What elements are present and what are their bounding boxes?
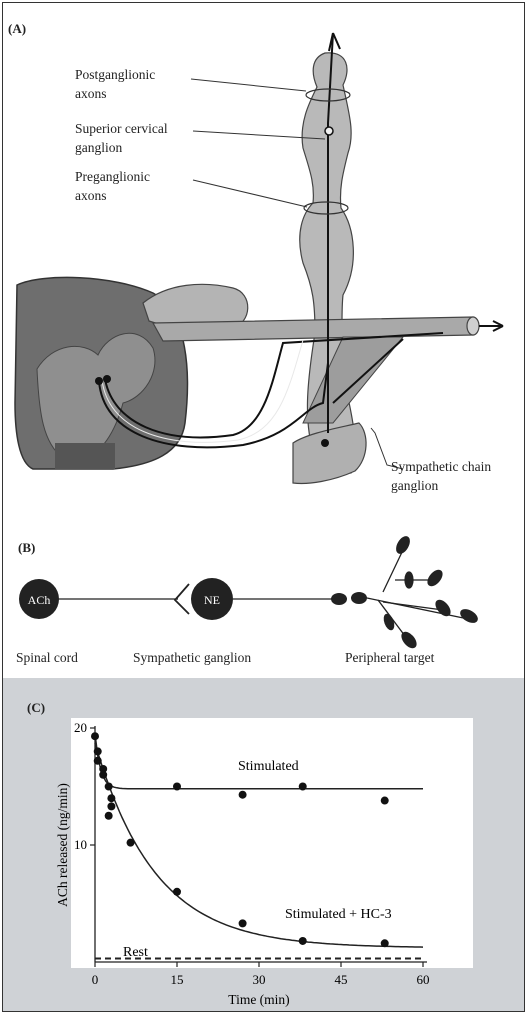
y-tick-label: 20 — [74, 720, 87, 735]
peripheral-target-label: Peripheral target — [345, 648, 434, 667]
stimulated-point — [107, 794, 115, 802]
x-tick-label: 60 — [417, 972, 430, 987]
stimulated-hc3-point — [127, 839, 135, 847]
x-tick-label: 0 — [92, 972, 99, 987]
stimulated-point — [381, 797, 389, 805]
stimulated-point — [94, 747, 102, 755]
stimulated-point — [299, 783, 307, 791]
stimulated-hc3-point — [94, 757, 102, 765]
initial-point — [91, 732, 99, 740]
stimulated-hc3-series-label: Stimulated + HC-3 — [285, 907, 392, 922]
sympathetic-ganglion-label: Sympathetic ganglion — [133, 648, 251, 667]
x-tick-label: 15 — [171, 972, 184, 987]
stimulated-point — [173, 783, 181, 791]
stimulated-hc3-point — [105, 812, 113, 820]
x-tick-label: 45 — [335, 972, 348, 987]
ne-label: NE — [204, 593, 220, 607]
stimulated-point — [239, 791, 247, 799]
stimulated-series-label: Stimulated — [238, 759, 299, 774]
stimulated-hc3-point — [381, 939, 389, 947]
stimulated-hc3-point — [99, 771, 107, 779]
stimulated-hc3-point — [299, 937, 307, 945]
panel-b: (B) ACh NE Spinal cord Sympathetic gangl… — [3, 510, 524, 678]
stimulated-hc3-point — [107, 802, 115, 810]
neuron-chain-diagram: ACh NE — [3, 510, 524, 678]
peripheral-target-branches — [367, 535, 479, 650]
y-axis-title: ACh released (ng/min) — [55, 783, 70, 907]
ach-label: ACh — [28, 593, 51, 607]
stimulated-hc3-point — [239, 919, 247, 927]
y-tick-label: 10 — [74, 837, 87, 852]
rest-series-label: Rest — [123, 945, 148, 960]
panel-a: (A) — [3, 3, 524, 508]
sympathetic-chain-ganglion — [293, 423, 366, 484]
spinal-cord-label: Spinal cord — [16, 648, 78, 667]
x-tick-label: 30 — [253, 972, 266, 987]
stimulated-hc3-point — [173, 888, 181, 896]
stimulated-point — [105, 783, 113, 791]
x-axis-title: Time (min) — [228, 992, 289, 1007]
